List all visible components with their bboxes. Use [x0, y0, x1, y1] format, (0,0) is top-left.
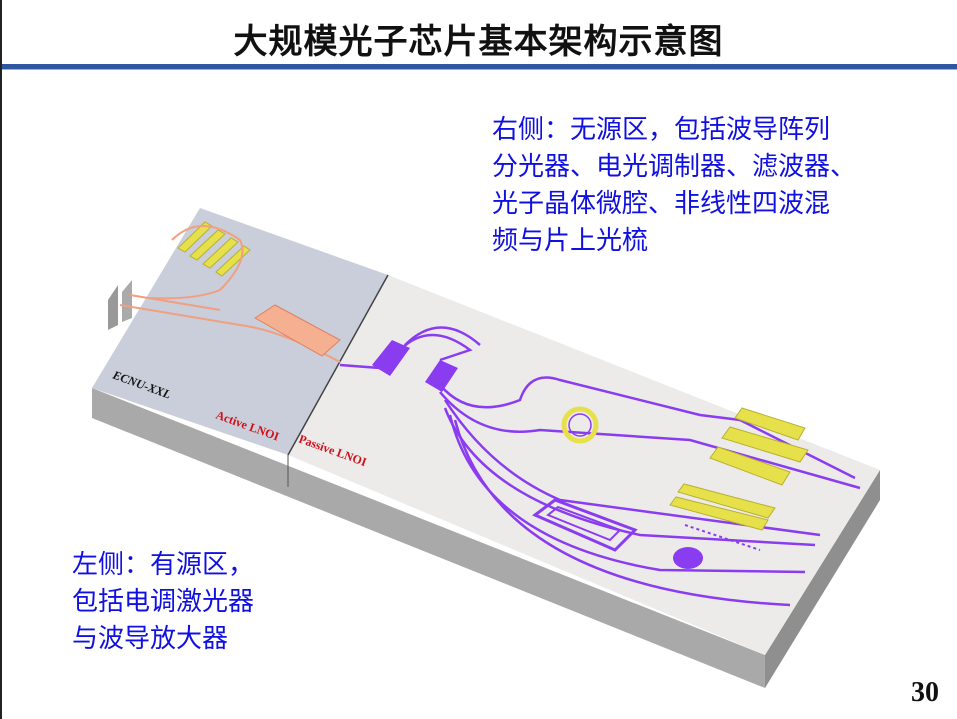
description-line: 分光器、电光调制器、滤波器、	[492, 152, 857, 182]
spiral-waveguide-inner	[546, 505, 622, 542]
ring-resonator-inner	[568, 413, 592, 437]
microdisk-comb	[673, 547, 703, 569]
modulator-electrodes	[669, 407, 809, 531]
description-line: 频与片上光梳	[492, 226, 649, 256]
active-waveguide	[119, 304, 341, 363]
ring-resonator	[561, 406, 599, 444]
fiber-coupler-block	[122, 280, 132, 322]
spiral-waveguide	[532, 498, 638, 552]
passive-waveguides	[339, 326, 861, 607]
waveguide-amplifier	[254, 304, 341, 357]
active-region-description: 左侧：有源区， 包括电调激光器 与波导放大器	[72, 547, 254, 658]
photonic-crystal-cavity	[684, 524, 761, 551]
region-divider	[287, 274, 389, 456]
chip-front-face	[92, 388, 765, 688]
description-line: 与波导放大器	[72, 624, 229, 654]
description-line: 左侧：有源区，	[72, 550, 255, 580]
beam-splitter	[372, 340, 410, 376]
fiber-coupler-block	[108, 285, 118, 330]
slide-title: 大规模光子芯片基本架构示意图	[233, 22, 724, 62]
title-divider-shadow	[2, 69, 957, 70]
active-waveguide-loop	[149, 225, 244, 300]
beam-splitter	[425, 360, 458, 392]
description-line: 右侧：无源区，包括波导阵列	[492, 115, 831, 145]
page-number: 30	[911, 677, 939, 708]
active-region	[92, 208, 388, 455]
description-line: 包括电调激光器	[72, 587, 255, 617]
active-waveguide	[129, 294, 221, 311]
description-line: 光子晶体微腔、非线性四波混	[492, 189, 831, 219]
chip-right-face	[765, 470, 880, 688]
passive-region-description: 右侧：无源区，包括波导阵列 分光器、电光调制器、滤波器、 光子晶体微腔、非线性四…	[492, 112, 856, 260]
title-divider	[2, 64, 957, 69]
slide-border	[0, 0, 2, 719]
